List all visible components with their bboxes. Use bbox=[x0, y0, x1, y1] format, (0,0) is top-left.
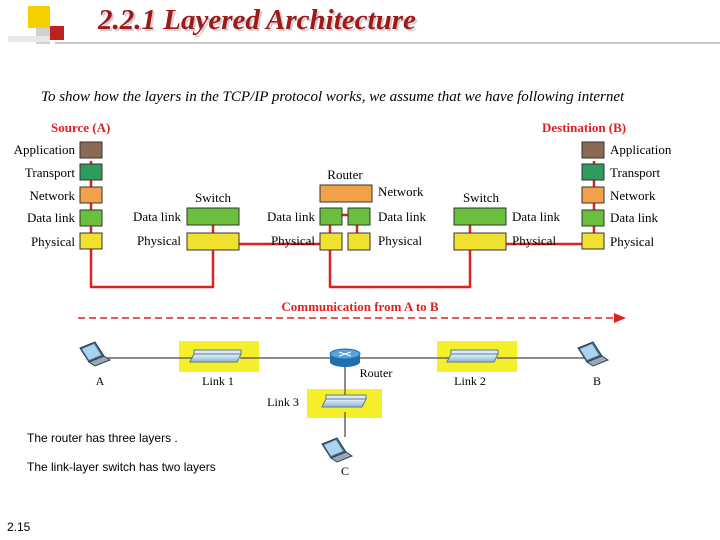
switch-1-label: Switch bbox=[195, 190, 232, 205]
slide-number: 2.15 bbox=[7, 520, 31, 534]
dest-transport-layer bbox=[581, 163, 605, 181]
router-label-network: Network bbox=[378, 184, 424, 199]
dest-label-physical: Physical bbox=[610, 234, 654, 249]
link2-label: Link 2 bbox=[454, 374, 486, 388]
laptop-icon bbox=[321, 437, 354, 463]
dest-network-layer bbox=[581, 186, 605, 204]
source-label-transport: Transport bbox=[25, 165, 75, 180]
router-network-layer bbox=[319, 184, 373, 203]
router-stack-label: Router bbox=[327, 167, 363, 182]
router-label-datalink-right: Data link bbox=[378, 209, 427, 224]
switch-2-label: Switch bbox=[463, 190, 500, 205]
router-icon bbox=[329, 348, 361, 367]
router-stack: Router Network Data link Data link Physi… bbox=[267, 167, 427, 251]
host-b-label: B bbox=[593, 374, 601, 388]
switch-1-stack: Switch Data link Physical bbox=[133, 190, 240, 251]
destination-label: Destination (B) bbox=[542, 120, 626, 135]
communication-arrow-head bbox=[614, 313, 626, 323]
host-a-label: A bbox=[96, 374, 105, 388]
dest-label-application: Application bbox=[610, 142, 672, 157]
switch-1-label-datalink: Data link bbox=[133, 209, 182, 224]
slide-subtitle: To show how the layers in the TCP/IP pro… bbox=[41, 89, 625, 105]
switch-2-label-physical: Physical bbox=[512, 233, 556, 248]
switch-1-datalink-layer bbox=[186, 207, 240, 226]
source-datalink-layer bbox=[79, 209, 103, 227]
link3-label: Link 3 bbox=[267, 395, 299, 409]
title-underline bbox=[55, 42, 720, 44]
source-physical-layer bbox=[79, 232, 103, 250]
communication-path bbox=[89, 195, 596, 289]
router-topology-label: Router bbox=[360, 366, 393, 380]
switch-icon bbox=[446, 349, 499, 363]
router-label-physical-left: Physical bbox=[271, 233, 315, 248]
destination-stack: Application Transport Network Data link … bbox=[581, 141, 672, 250]
dest-physical-layer bbox=[581, 232, 605, 250]
switch-1-label-physical: Physical bbox=[137, 233, 181, 248]
source-label: Source (A) bbox=[51, 120, 110, 135]
note-router-layers: The router has three layers . bbox=[27, 431, 178, 445]
switch-icon bbox=[321, 394, 367, 408]
switch-1-physical-layer bbox=[186, 232, 240, 251]
source-label-physical: Physical bbox=[31, 234, 75, 249]
header-decoration-red bbox=[50, 26, 64, 40]
router-physical-right bbox=[347, 232, 371, 251]
source-label-datalink: Data link bbox=[27, 210, 76, 225]
switch-2-datalink-layer bbox=[453, 207, 507, 226]
switch-2-stack: Switch Data link Physical bbox=[453, 190, 561, 251]
dest-application-layer bbox=[581, 141, 605, 159]
laptop-icon bbox=[577, 341, 610, 367]
communication-label: Communication from A to B bbox=[281, 299, 439, 314]
switch-2-physical-layer bbox=[453, 232, 507, 251]
source-label-application: Application bbox=[14, 142, 76, 157]
router-datalink-left bbox=[319, 207, 343, 226]
header-decoration-pale bbox=[8, 36, 50, 42]
laptop-icon bbox=[79, 341, 112, 367]
host-c-label: C bbox=[341, 464, 349, 478]
router-label-physical-right: Physical bbox=[378, 233, 422, 248]
link1-label: Link 1 bbox=[202, 374, 234, 388]
dest-label-datalink: Data link bbox=[610, 210, 659, 225]
note-switch-layers: The link-layer switch has two layers bbox=[27, 460, 216, 474]
dest-label-network: Network bbox=[610, 188, 656, 203]
switch-icon bbox=[189, 349, 242, 363]
source-stack: Application Transport Network Data link … bbox=[14, 141, 103, 250]
router-physical-left bbox=[319, 232, 343, 251]
source-network-layer bbox=[79, 186, 103, 204]
router-label-datalink-left: Data link bbox=[267, 209, 316, 224]
header-decoration-yellow bbox=[28, 6, 50, 28]
dest-datalink-layer bbox=[581, 209, 605, 227]
dest-label-transport: Transport bbox=[610, 165, 660, 180]
source-application-layer bbox=[79, 141, 103, 159]
page-title: 2.2.1 Layered Architecture bbox=[98, 4, 416, 36]
source-label-network: Network bbox=[30, 188, 76, 203]
switch-2-label-datalink: Data link bbox=[512, 209, 561, 224]
router-datalink-right bbox=[347, 207, 371, 226]
source-transport-layer bbox=[79, 163, 103, 181]
